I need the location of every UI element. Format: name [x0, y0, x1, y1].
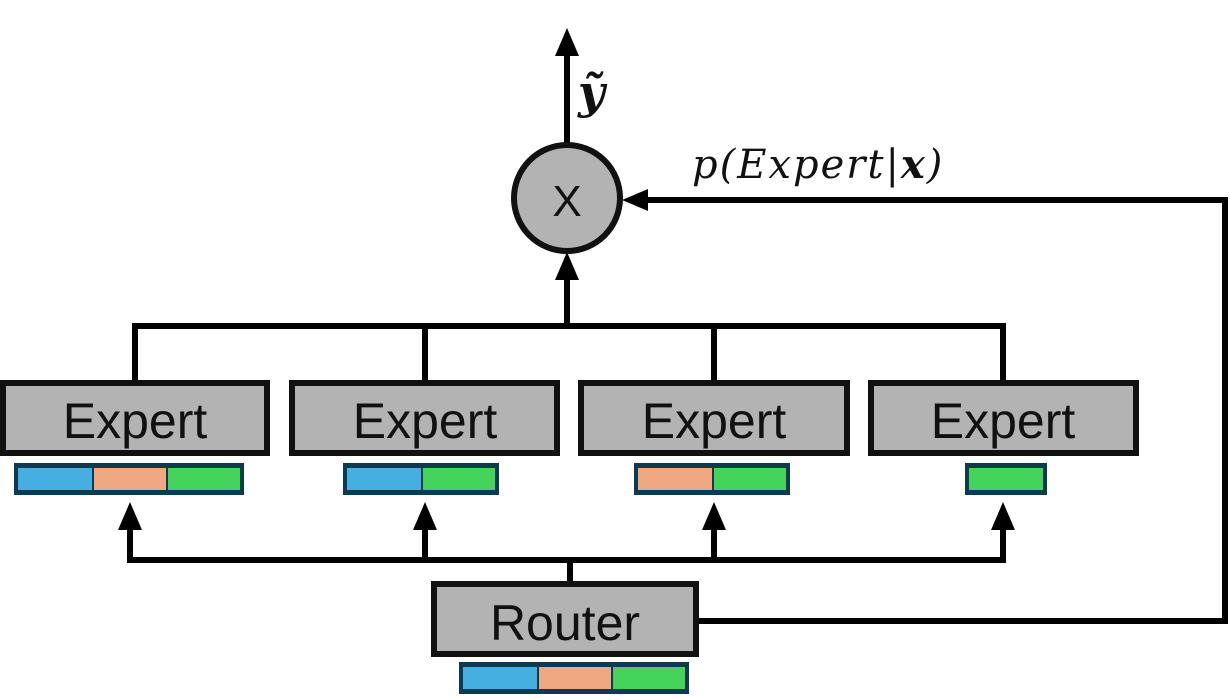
expert-output-bus	[132, 323, 1006, 383]
gate-label-var: x	[900, 141, 927, 188]
router-token-green	[613, 667, 685, 689]
gate-label-suffix: )	[926, 142, 945, 188]
expert-1-token-blue	[18, 468, 92, 490]
expert-3-token-strip	[634, 463, 790, 495]
router-dispatch-bus	[127, 528, 1006, 563]
expert-4-token-green	[969, 468, 1043, 490]
expert-4-token-strip	[965, 463, 1047, 495]
expert-1-input-arrowhead	[118, 502, 142, 530]
gate-feedback-line	[645, 197, 1228, 624]
router-node: Router	[431, 581, 699, 694]
gate-label: p(Expert|x)	[692, 141, 944, 188]
expert-2-token-strip	[343, 463, 499, 495]
expert-1: Expert	[0, 380, 270, 495]
expert-1-box	[0, 380, 270, 456]
router-token-blue	[463, 667, 537, 689]
expert-2-token-blue	[347, 468, 421, 490]
expert-1-token-orange	[94, 468, 166, 490]
expert-2-label: Expert	[353, 393, 498, 449]
expert-4-box	[868, 380, 1139, 456]
expert-4-input-arrowhead	[991, 502, 1015, 530]
expert-1-label: Expert	[63, 393, 208, 449]
connectors	[127, 55, 1228, 624]
gate-arrowhead	[622, 189, 648, 211]
expert-3-token-green	[714, 468, 786, 490]
expert-2-token-green	[423, 468, 495, 490]
expert-3-label: Expert	[642, 393, 787, 449]
router-box	[431, 581, 699, 657]
combiner-symbol: X	[552, 177, 581, 226]
expert-3-input-arrowhead	[702, 502, 726, 530]
arrowheads	[118, 28, 1015, 530]
output-label: ỹ	[577, 65, 608, 119]
expert-3: Expert	[578, 380, 850, 495]
router-token-strip	[459, 662, 689, 694]
expert-3-token-orange	[638, 468, 712, 490]
expert-4: Expert	[868, 380, 1139, 495]
expert-1-token-green	[168, 468, 240, 490]
combiner-node: X	[511, 142, 623, 254]
gate-label-prefix: p(Expert|	[692, 142, 901, 188]
expert-2-box	[289, 380, 560, 456]
experts: Expert Expert Expert Expert	[0, 380, 1139, 495]
output-arrowhead	[555, 28, 579, 56]
expert-2: Expert	[289, 380, 560, 495]
router-label: Router	[490, 595, 640, 651]
combiner-circle	[511, 142, 623, 254]
expert-3-box	[578, 380, 850, 456]
expert-4-label: Expert	[931, 393, 1076, 449]
combine-arrowhead	[555, 252, 579, 280]
expert-1-token-strip	[14, 463, 244, 495]
router-token-orange	[539, 667, 611, 689]
expert-2-input-arrowhead	[413, 502, 437, 530]
